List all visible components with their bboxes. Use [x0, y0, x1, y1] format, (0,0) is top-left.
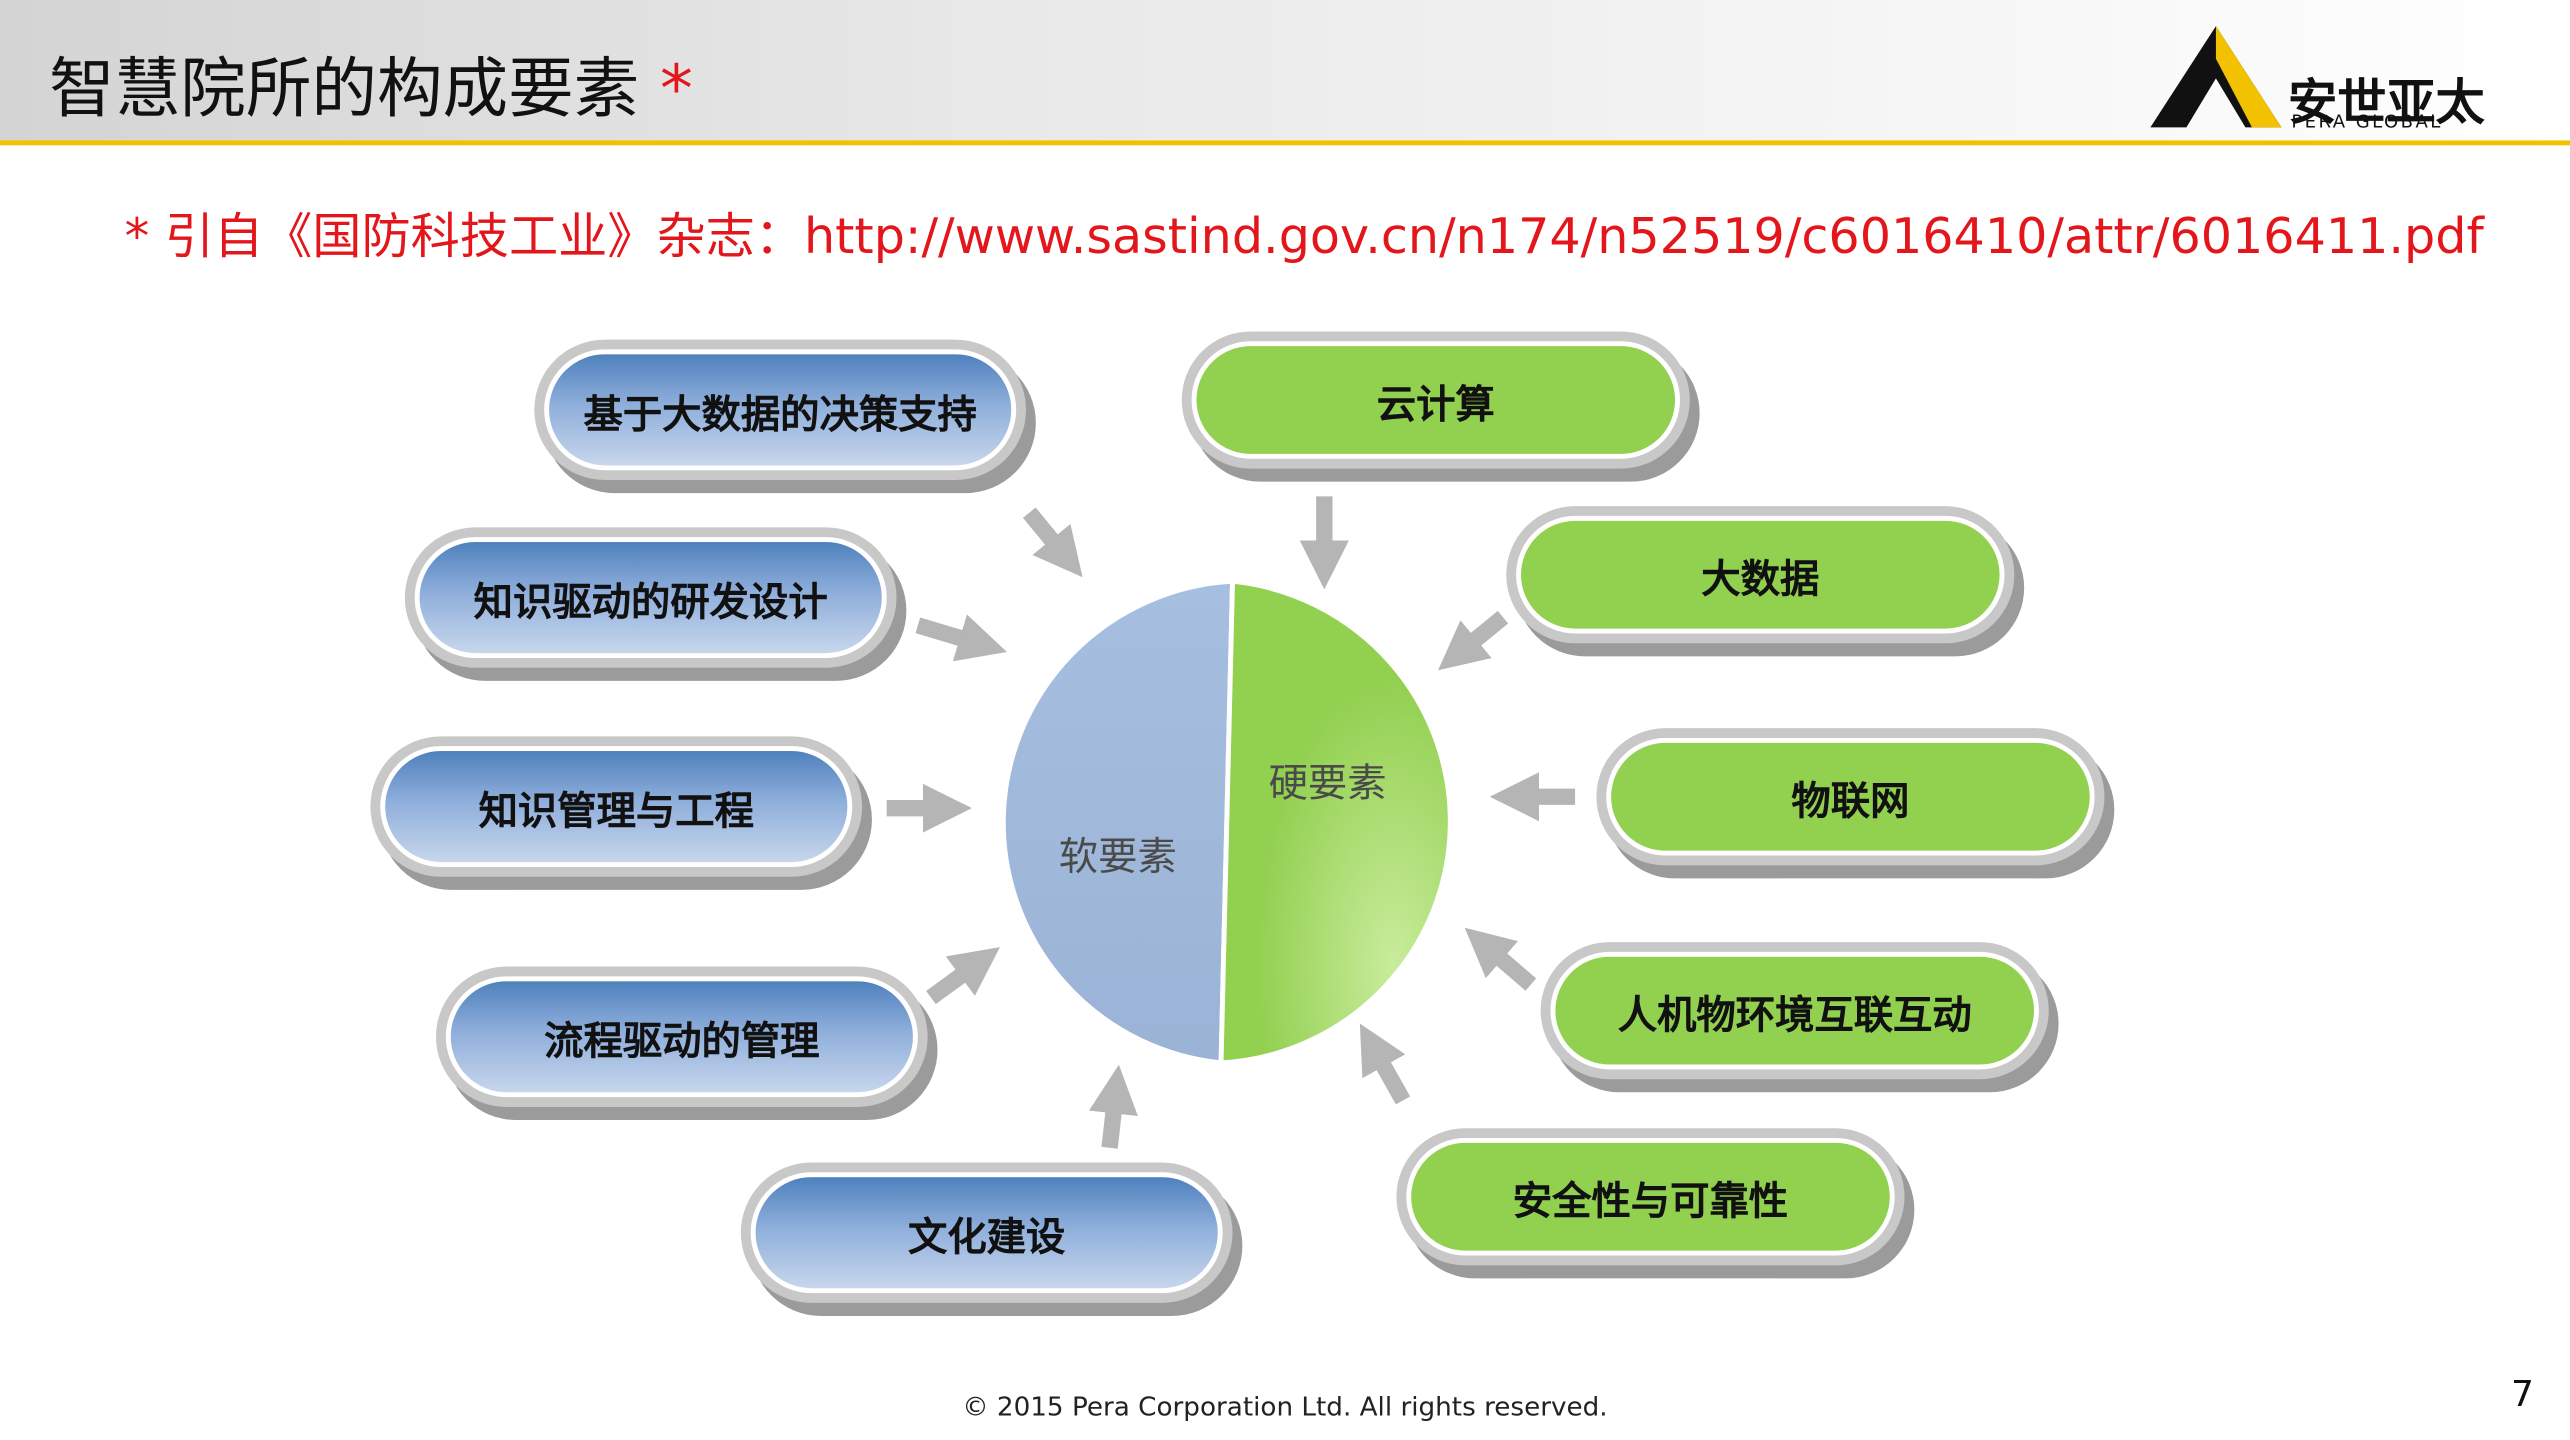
soft-element-label: 流程驱动的管理 [445, 976, 918, 1098]
header-bar [0, 0, 2570, 144]
soft-element-label: 知识管理与工程 [380, 746, 853, 867]
soft-element-1: 基于大数据的决策支持 [534, 339, 1027, 481]
page-title: 智慧院所的构成要素 * [49, 36, 693, 131]
hard-element-label: 大数据 [1516, 515, 2005, 634]
soft-element-label: 知识驱动的研发设计 [414, 537, 887, 658]
hard-element-4: 人机物环境互联互动 [1540, 942, 2049, 1080]
hard-label: 硬要素 [1269, 762, 1387, 807]
arrow-group [886, 496, 1576, 1149]
page-number: 7 [2510, 1374, 2534, 1416]
arrow-5 [1089, 1064, 1138, 1149]
arrow-2 [915, 614, 1007, 662]
soft-element-3: 知识管理与工程 [370, 736, 863, 877]
soft-element-2: 知识驱动的研发设计 [404, 527, 897, 668]
title-marker: * [660, 52, 693, 128]
logo-mark-icon [2150, 26, 2282, 128]
hard-element-5: 安全性与可靠性 [1396, 1128, 1905, 1266]
soft-element-label: 文化建设 [750, 1172, 1223, 1294]
source-note: * 引自《国防科技工业》杂志：http://www.sastind.gov.cn… [124, 208, 2484, 267]
header-divider [0, 140, 2570, 146]
hard-element-label: 云计算 [1191, 341, 1680, 459]
soft-element-5: 文化建设 [740, 1162, 1233, 1303]
hard-element-1: 云计算 [1181, 331, 1690, 469]
soft-half [1000, 578, 1236, 1066]
hard-element-3: 物联网 [1596, 728, 2105, 866]
arrow-7 [1438, 610, 1509, 671]
soft-element-label: 基于大数据的决策支持 [544, 349, 1017, 471]
arrow-9 [1464, 927, 1537, 991]
hard-element-2: 大数据 [1506, 506, 2015, 644]
company-logo: 安世亚太 PERA GLOBAL [2150, 23, 2511, 137]
logo-brand-en: PERA GLOBAL [2291, 111, 2443, 133]
hard-element-label: 物联网 [1606, 737, 2095, 856]
soft-element-4: 流程驱动的管理 [435, 966, 928, 1107]
hard-half [1218, 578, 1453, 1066]
hard-element-label: 人机物环境互联互动 [1550, 951, 2039, 1070]
hard-element-label: 安全性与可靠性 [1406, 1137, 1895, 1256]
copyright-footer: © 2015 Pera Corporation Ltd. All rights … [962, 1391, 1608, 1423]
arrow-10 [1359, 1023, 1411, 1105]
arrow-4 [926, 947, 1000, 1005]
title-text: 智慧院所的构成要素 [49, 52, 640, 128]
arrow-1 [1022, 507, 1083, 578]
soft-label: 软要素 [1059, 835, 1177, 880]
logo-brand-cn: 安世亚太 [2288, 75, 2485, 133]
